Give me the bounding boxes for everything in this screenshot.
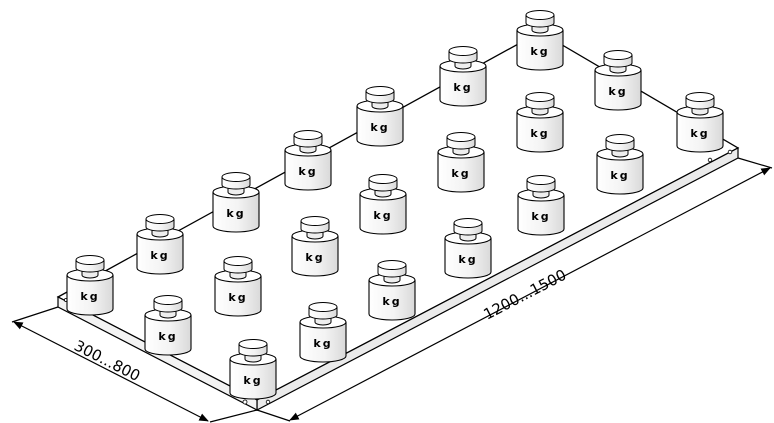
kg-weight: kg: [299, 302, 347, 363]
kg-label: kg: [608, 85, 627, 98]
kg-label: kg: [373, 209, 392, 222]
kg-weight: kg: [676, 92, 724, 153]
kg-weight: kg: [66, 255, 114, 316]
kg-weight: kg: [291, 216, 339, 277]
kg-weight: kg: [356, 86, 404, 147]
kg-weight: kg: [596, 134, 644, 195]
kg-label: kg: [228, 291, 247, 304]
kg-weight: kg: [359, 174, 407, 235]
kg-label: kg: [305, 251, 324, 264]
kg-weight: kg: [214, 256, 262, 317]
kg-label: kg: [458, 253, 477, 266]
kg-label: kg: [530, 127, 549, 140]
kg-label: kg: [150, 249, 169, 262]
kg-label: kg: [453, 81, 472, 94]
kg-weight: kg: [284, 130, 332, 191]
kg-label: kg: [226, 207, 245, 220]
kg-weight: kg: [136, 214, 184, 275]
kg-label: kg: [243, 374, 262, 387]
kg-label: kg: [531, 210, 550, 223]
kg-label: kg: [313, 337, 332, 350]
kg-label: kg: [370, 121, 389, 134]
kg-weight: kg: [229, 339, 277, 400]
kg-weight: kg: [516, 10, 564, 71]
kg-label: kg: [690, 127, 709, 140]
kg-label: kg: [158, 330, 177, 343]
kg-label: kg: [530, 45, 549, 58]
kg-weight: kg: [594, 50, 642, 111]
kg-label: kg: [610, 169, 629, 182]
weights-group: kg kg kg kg kg kg kg kg kg kg kg kg kg kg kg kg kg kg kg kg…: [66, 10, 724, 400]
kg-weight: kg: [444, 218, 492, 279]
kg-label: kg: [451, 167, 470, 180]
kg-label: kg: [382, 295, 401, 308]
kg-weight: kg: [517, 175, 565, 236]
kg-weight: kg: [144, 295, 192, 356]
kg-weight: kg: [368, 260, 416, 321]
kg-weight: kg: [212, 172, 260, 233]
kg-weight: kg: [439, 46, 487, 107]
kg-label: kg: [80, 290, 99, 303]
kg-weight: kg: [437, 132, 485, 193]
kg-label: kg: [298, 165, 317, 178]
kg-weight: kg: [516, 92, 564, 153]
